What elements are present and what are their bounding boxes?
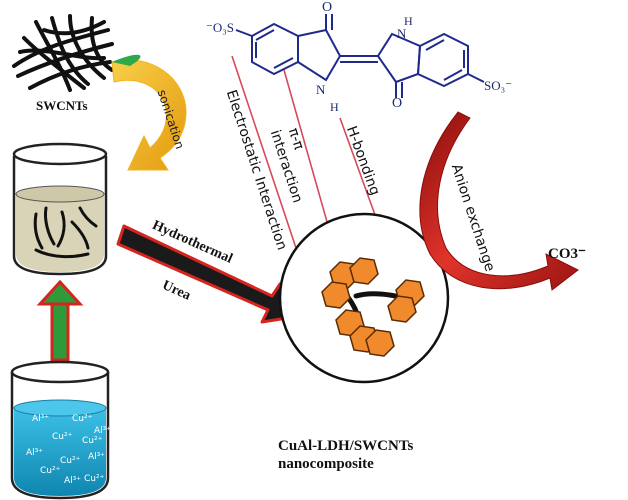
ion-label: Al³⁺ — [64, 476, 82, 486]
carbonate-label: CO3⁻ — [548, 246, 586, 262]
ion-label: Cu²⁺ — [40, 466, 61, 476]
h-bottom-label: H — [330, 100, 339, 114]
so3-left-label: ⁻O₃S — [206, 20, 235, 35]
ion-label: Al³⁺ — [88, 452, 106, 462]
nanocomposite-circle — [278, 212, 450, 384]
ion-label: Cu²⁺ — [52, 432, 73, 442]
dispersed-nanotubes — [33, 206, 98, 259]
ion-label: Cu²⁺ — [72, 414, 93, 424]
swcnt-bundle — [12, 14, 114, 92]
nh-top-label: N — [397, 26, 407, 41]
indigo-carmine-molecule — [235, 14, 485, 98]
ion-label: Cu²⁺ — [60, 456, 81, 466]
swcnts-label: SWCNTs — [36, 98, 88, 113]
product-label-line2: nanocomposite — [278, 456, 374, 472]
anion-exchange-arrow — [419, 111, 579, 291]
nh-bottom-label: N — [316, 82, 326, 97]
ion-label: Cu²⁺ — [84, 474, 105, 484]
ion-label: Al³⁺ — [32, 414, 50, 424]
o-bottom-label: O — [392, 96, 403, 111]
sonication-arrow — [111, 54, 187, 171]
product-label-line1: CuAl-LDH/SWCNTs — [278, 438, 414, 454]
ldh-hexagons — [321, 257, 425, 357]
ion-label: Al³⁺ — [26, 448, 44, 458]
ion-label: Cu²⁺ — [82, 436, 103, 446]
beaker-suspension — [12, 142, 108, 276]
ion-label: Al³⁺ — [94, 426, 112, 436]
o-top-label: O — [322, 0, 333, 15]
transfer-arrow — [36, 279, 84, 362]
so3-right-label: SO₃⁻ — [484, 78, 513, 93]
beaker-solution — [10, 360, 110, 500]
h-top-label: H — [404, 14, 413, 28]
